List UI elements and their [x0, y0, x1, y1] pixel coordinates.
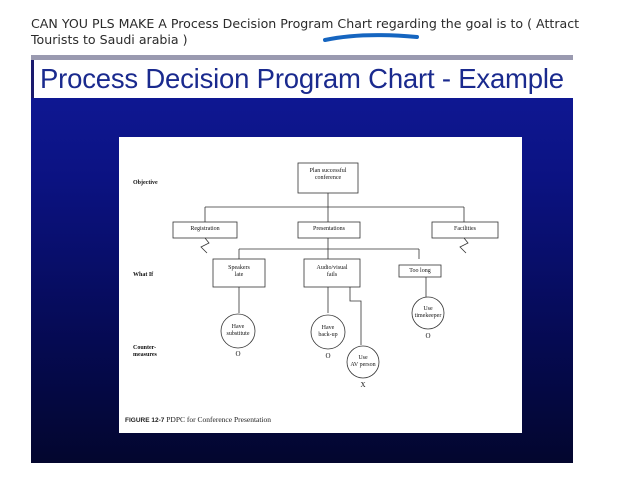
what-if-too-long: Too long	[399, 268, 441, 275]
pdpc-diagram-lines	[172, 162, 499, 379]
countermeasure-have-backup: Have back-up	[309, 325, 347, 339]
question-text: CAN YOU PLS MAKE A Process Decision Prog…	[31, 16, 580, 47]
countermeasure-mark-2: O	[325, 352, 331, 360]
countermeasure-mark-1: O	[235, 350, 241, 358]
highlight-underline	[323, 33, 419, 42]
what-if-speakers-late: Speakers late	[213, 265, 265, 279]
pdpc-figure: Objective What If Counter- measures Plan…	[119, 137, 522, 433]
row-label-countermeasures-line1: Counter-	[133, 345, 157, 351]
slide-title: Process Decision Program Chart - Example	[40, 63, 564, 94]
countermeasure-have-substitute: Have substitute	[219, 324, 257, 338]
row-label-countermeasures: Counter- measures	[133, 345, 157, 359]
cm-1-line1: Have	[231, 324, 245, 330]
slide-header: Process Decision Program Chart - Example	[31, 60, 576, 98]
row-label-what-if: What If	[133, 272, 154, 278]
what-if-3-line1: Too long	[409, 268, 431, 274]
caption-text: PDPC for Conference Presentation	[166, 415, 272, 424]
countermeasure-mark-4: O	[425, 332, 431, 340]
what-if-2-line1: Audio/visual	[316, 265, 348, 271]
countermeasure-use-av-person: Use AV person	[345, 355, 381, 369]
slide-image: Process Decision Program Chart - Example	[31, 55, 576, 463]
what-if-av-fails: Audio/visual fails	[304, 265, 360, 279]
countermeasure-use-timekeeper: Use timekeeper	[409, 306, 447, 320]
countermeasure-mark-3: X	[360, 381, 366, 389]
objective-box-label: Plan successful conference	[298, 168, 358, 182]
cm-1-line2: substitute	[226, 331, 250, 337]
what-if-1-line1: Speakers	[228, 265, 250, 271]
objective-line1: Plan successful	[309, 168, 347, 174]
cm-3-line1: Use	[358, 355, 368, 361]
cm-4-line1: Use	[423, 306, 433, 312]
what-if-2-line2: fails	[326, 272, 338, 278]
cm-2-line2: back-up	[318, 332, 338, 338]
row-label-objective: Objective	[133, 180, 158, 186]
caption-number: FIGURE 12-7	[125, 417, 165, 424]
level1-registration: Registration	[190, 226, 220, 232]
what-if-1-line2: late	[234, 272, 244, 278]
level1-facilities: Facilities	[454, 226, 476, 232]
level1-presentations: Presentations	[313, 226, 345, 232]
cm-2-line1: Have	[321, 325, 335, 331]
figure-caption: FIGURE 12-7 PDPC for Conference Presenta…	[125, 415, 271, 424]
row-label-countermeasures-line2: measures	[133, 352, 157, 358]
cm-4-line2: timekeeper	[414, 313, 442, 319]
objective-line2: conference	[314, 175, 342, 181]
cm-3-line2: AV person	[350, 362, 376, 368]
